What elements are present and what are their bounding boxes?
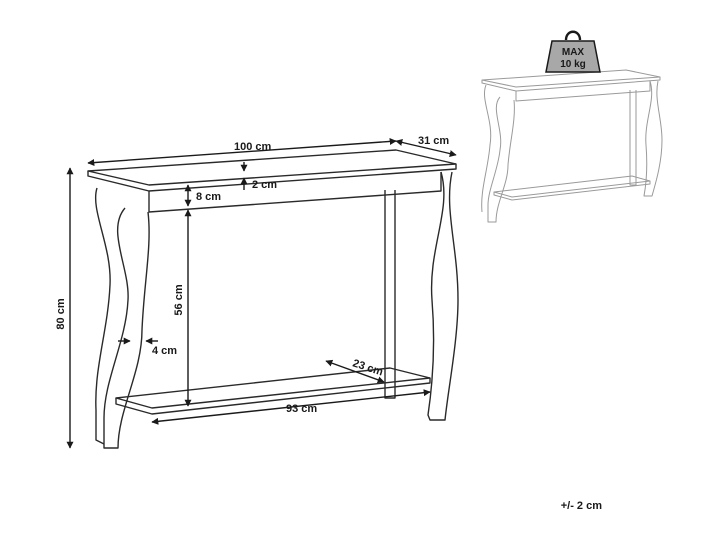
shelf-width-dim-line — [151, 389, 431, 425]
reference-table-thumbnail — [481, 69, 663, 223]
apron-height-label: 8 cm — [196, 191, 221, 203]
max-weight-icon: MAX 10 kg — [545, 30, 601, 73]
top-thickness-label: 2 cm — [252, 179, 277, 191]
max-weight-line1: MAX — [562, 47, 585, 58]
depth-dim-line — [395, 139, 457, 157]
depth-label: 31 cm — [418, 135, 449, 147]
max-weight-line2: 10 kg — [560, 59, 586, 70]
front-right-leg — [427, 171, 459, 421]
height-label: 80 cm — [55, 298, 67, 329]
apron — [148, 172, 442, 213]
leg-width-label: 4 cm — [152, 345, 177, 357]
shelf-depth-dim-line — [325, 359, 385, 384]
shelf-width-label: 93 cm — [286, 403, 317, 415]
back-right-leg — [384, 190, 396, 399]
width-dim-line — [87, 137, 397, 167]
console-table-outline — [87, 149, 459, 449]
tolerance-note: +/- 2 cm — [560, 500, 602, 512]
width-label: 100 cm — [234, 141, 272, 153]
shelf-depth-label: 23 cm — [351, 357, 385, 378]
back-left-leg — [95, 187, 111, 445]
inner-height-label: 56 cm — [173, 284, 185, 315]
front-left-leg — [103, 207, 150, 449]
dimension-lines — [66, 137, 457, 449]
